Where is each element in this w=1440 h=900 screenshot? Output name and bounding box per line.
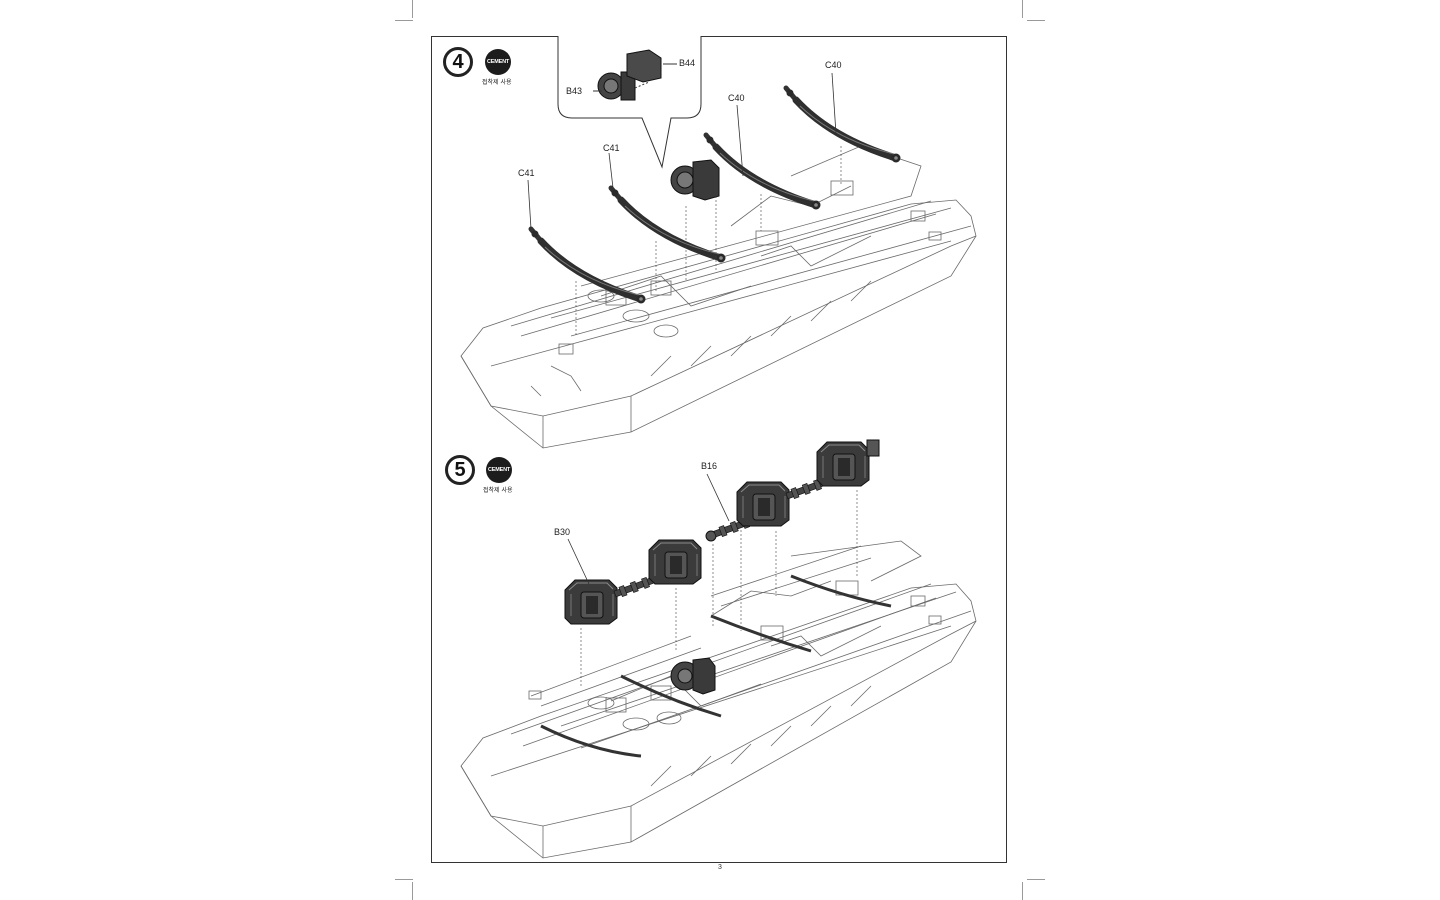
installed-springs — [540, 574, 892, 758]
part-label-b44: B44 — [679, 58, 696, 68]
spring-c40-right — [786, 88, 901, 163]
axle-b30 — [564, 539, 702, 625]
inset-gearbox — [593, 49, 677, 101]
crop-mark — [1027, 879, 1045, 880]
cement-note: 접착제 사용 — [482, 79, 512, 86]
cement-icon: CEMENT — [485, 49, 511, 75]
step-5-number: 5 — [445, 455, 475, 485]
part-label-c41: C41 — [518, 168, 535, 178]
cement-icon: CEMENT — [486, 457, 512, 483]
cement-note: 접착제 사용 — [483, 487, 513, 494]
part-label-c40: C40 — [728, 93, 745, 103]
part-label-c41: C41 — [603, 143, 620, 153]
part-label-b16: B16 — [701, 461, 718, 471]
step-4-number: 4 — [443, 47, 473, 77]
axle-b16 — [705, 439, 880, 542]
crop-mark — [412, 0, 413, 18]
part-label-b43: B43 — [566, 86, 583, 96]
crop-mark — [1027, 20, 1045, 21]
gearbox-b43 — [670, 159, 720, 201]
page-number: 3 — [718, 864, 722, 871]
crop-mark — [1022, 0, 1023, 18]
hull-step5 — [460, 540, 977, 859]
hull-step4 — [460, 145, 977, 449]
crop-mark — [395, 20, 413, 21]
spring-c40-left — [706, 135, 821, 210]
part-label-c40: C40 — [825, 60, 842, 70]
crop-mark — [1022, 882, 1023, 900]
spring-c41-left — [531, 229, 646, 304]
crop-mark — [395, 879, 413, 880]
installed-gearbox — [670, 657, 716, 695]
part-label-b30: B30 — [554, 527, 571, 537]
crop-mark — [412, 882, 413, 900]
assembly-drawing — [460, 36, 977, 859]
